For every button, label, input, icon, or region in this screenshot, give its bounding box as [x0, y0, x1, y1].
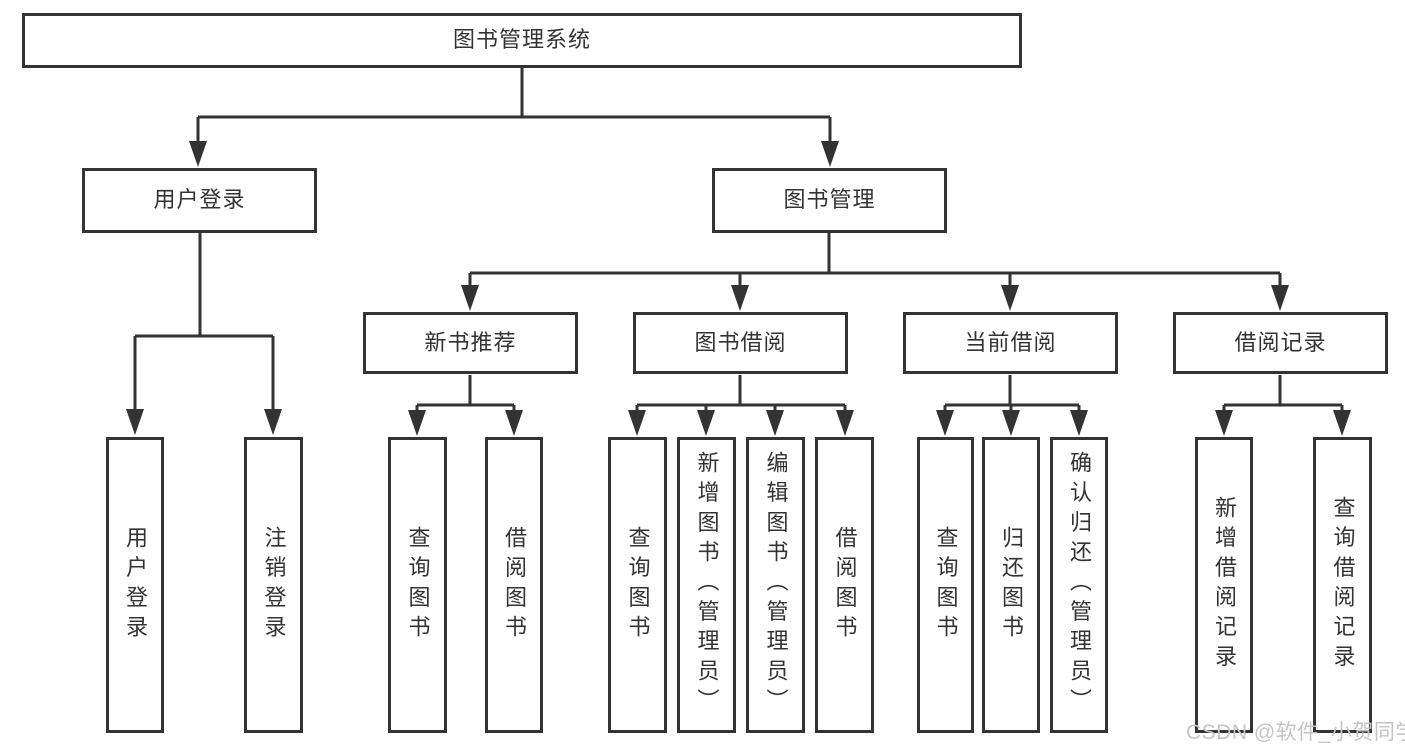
node-book-management-branch: 图书管理	[712, 168, 947, 233]
node-edit-books-admin: 编辑图书（管理员）	[746, 437, 805, 733]
node-query-borrow-record: 查询借阅记录	[1313, 437, 1372, 733]
arrowheads	[126, 141, 1351, 436]
node-confirm-return-admin: 确认归还（管理员）	[1050, 437, 1108, 733]
node-borrowing-records: 借阅记录	[1173, 312, 1388, 374]
node-add-borrow-record: 新增借阅记录	[1195, 437, 1253, 733]
node-return-books: 归还图书	[982, 437, 1040, 733]
node-new-book-recommendation: 新书推荐	[363, 312, 578, 374]
node-query-books-borrow: 查询图书	[608, 437, 667, 733]
node-logout-leaf: 注销登录	[244, 437, 303, 733]
node-borrow-books-leaf: 借阅图书	[815, 437, 874, 733]
node-user-login-branch: 用户登录	[82, 168, 317, 233]
node-borrow-books-rec: 借阅图书	[485, 437, 543, 733]
node-book-borrowing: 图书借阅	[633, 312, 848, 374]
node-query-books-rec: 查询图书	[388, 437, 447, 733]
node-query-books-current: 查询图书	[917, 437, 974, 733]
node-user-login-leaf: 用户登录	[106, 437, 164, 733]
node-current-borrowing: 当前借阅	[903, 312, 1118, 374]
node-library-management-system: 图书管理系统	[22, 13, 1022, 68]
csdn-watermark: CSDN @软件_小贺同学	[1186, 721, 1405, 744]
node-add-books-admin: 新增图书（管理员）	[677, 437, 736, 733]
